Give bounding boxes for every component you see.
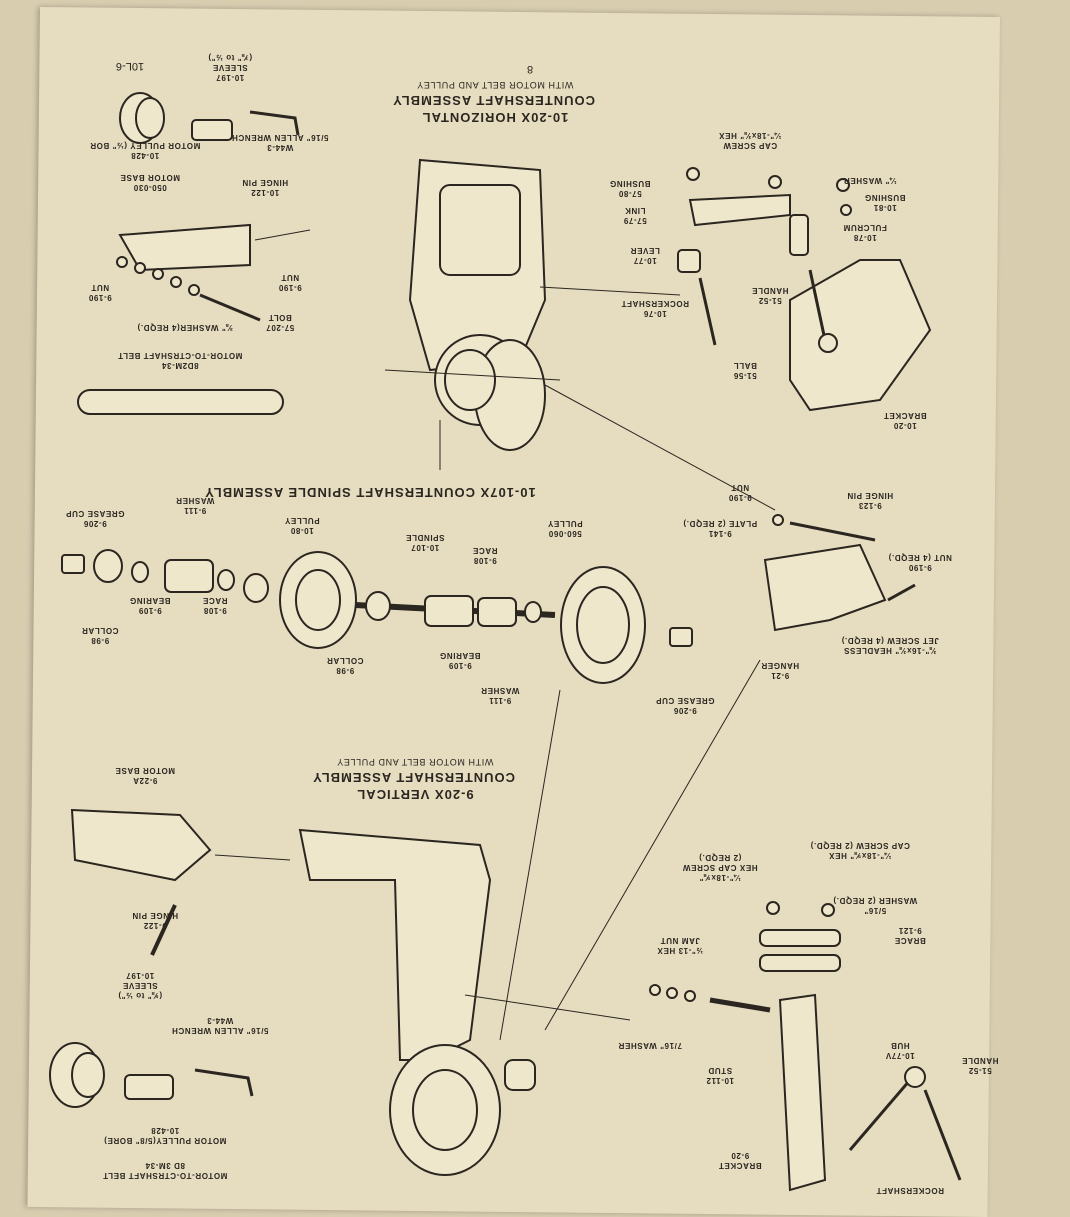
hinge-pin-bot — [150, 904, 177, 956]
horizontal-title-1: 10-20X HORIZONTAL — [421, 110, 569, 125]
hanger-mid — [763, 514, 916, 632]
bracket-top — [789, 259, 932, 412]
label-cap-screw-bot-b: ¼"-18x⅝"HEX CAP SCREW(2 REQD.) — [682, 853, 758, 882]
vertical-subtitle: WITH MOTOR BELT AND PULLEY — [336, 757, 494, 767]
page-code: 10L-6 — [115, 60, 145, 72]
linkage-top — [677, 167, 852, 346]
horizontal-subtitle: WITH MOTOR BELT AND PULLEY — [416, 80, 574, 90]
page-number: 8 — [526, 63, 534, 75]
belt-top — [77, 389, 284, 415]
horizontal-countershaft-illustration — [384, 158, 561, 451]
label-washer-top: ¼" WASHER — [843, 176, 897, 185]
motor-pulley-top — [119, 92, 233, 144]
vertical-title-1: 9-20X VERTICAL — [356, 787, 474, 802]
washers-and-bolt-top — [116, 256, 261, 322]
spindle-assembly-illustration — [61, 549, 693, 684]
label-rockershaft-bot: ROCKERSHAFT — [876, 1186, 944, 1195]
label-washer-716: 7/16" WASHER — [618, 1041, 682, 1050]
spindle-title: 10-107X COUNTERSHAFT SPINDLE ASSEMBLY — [204, 485, 536, 500]
wrench-top — [249, 110, 300, 136]
horizontal-title-2: COUNTERSHAFT ASSEMBLY — [392, 93, 595, 108]
vertical-title-2: COUNTERSHAFT ASSEMBLY — [312, 770, 515, 785]
leader-lines — [439, 286, 776, 1041]
motor-pulley-bot — [49, 1042, 254, 1108]
label-washer-bot: 5/16"WASHER (2 REQD.) — [832, 896, 918, 915]
brace-and-bracket-bot — [649, 901, 962, 1192]
label-washers-top: ⅜" WASHER(4 REQD.) — [137, 323, 233, 332]
vertical-countershaft-illustration — [298, 828, 536, 1176]
label-motor-pulley-bot: MOTOR PULLEY(5/8" BORE)10-428 — [103, 1126, 227, 1145]
motor-base-top — [118, 223, 311, 272]
motor-base-bot — [70, 808, 291, 882]
